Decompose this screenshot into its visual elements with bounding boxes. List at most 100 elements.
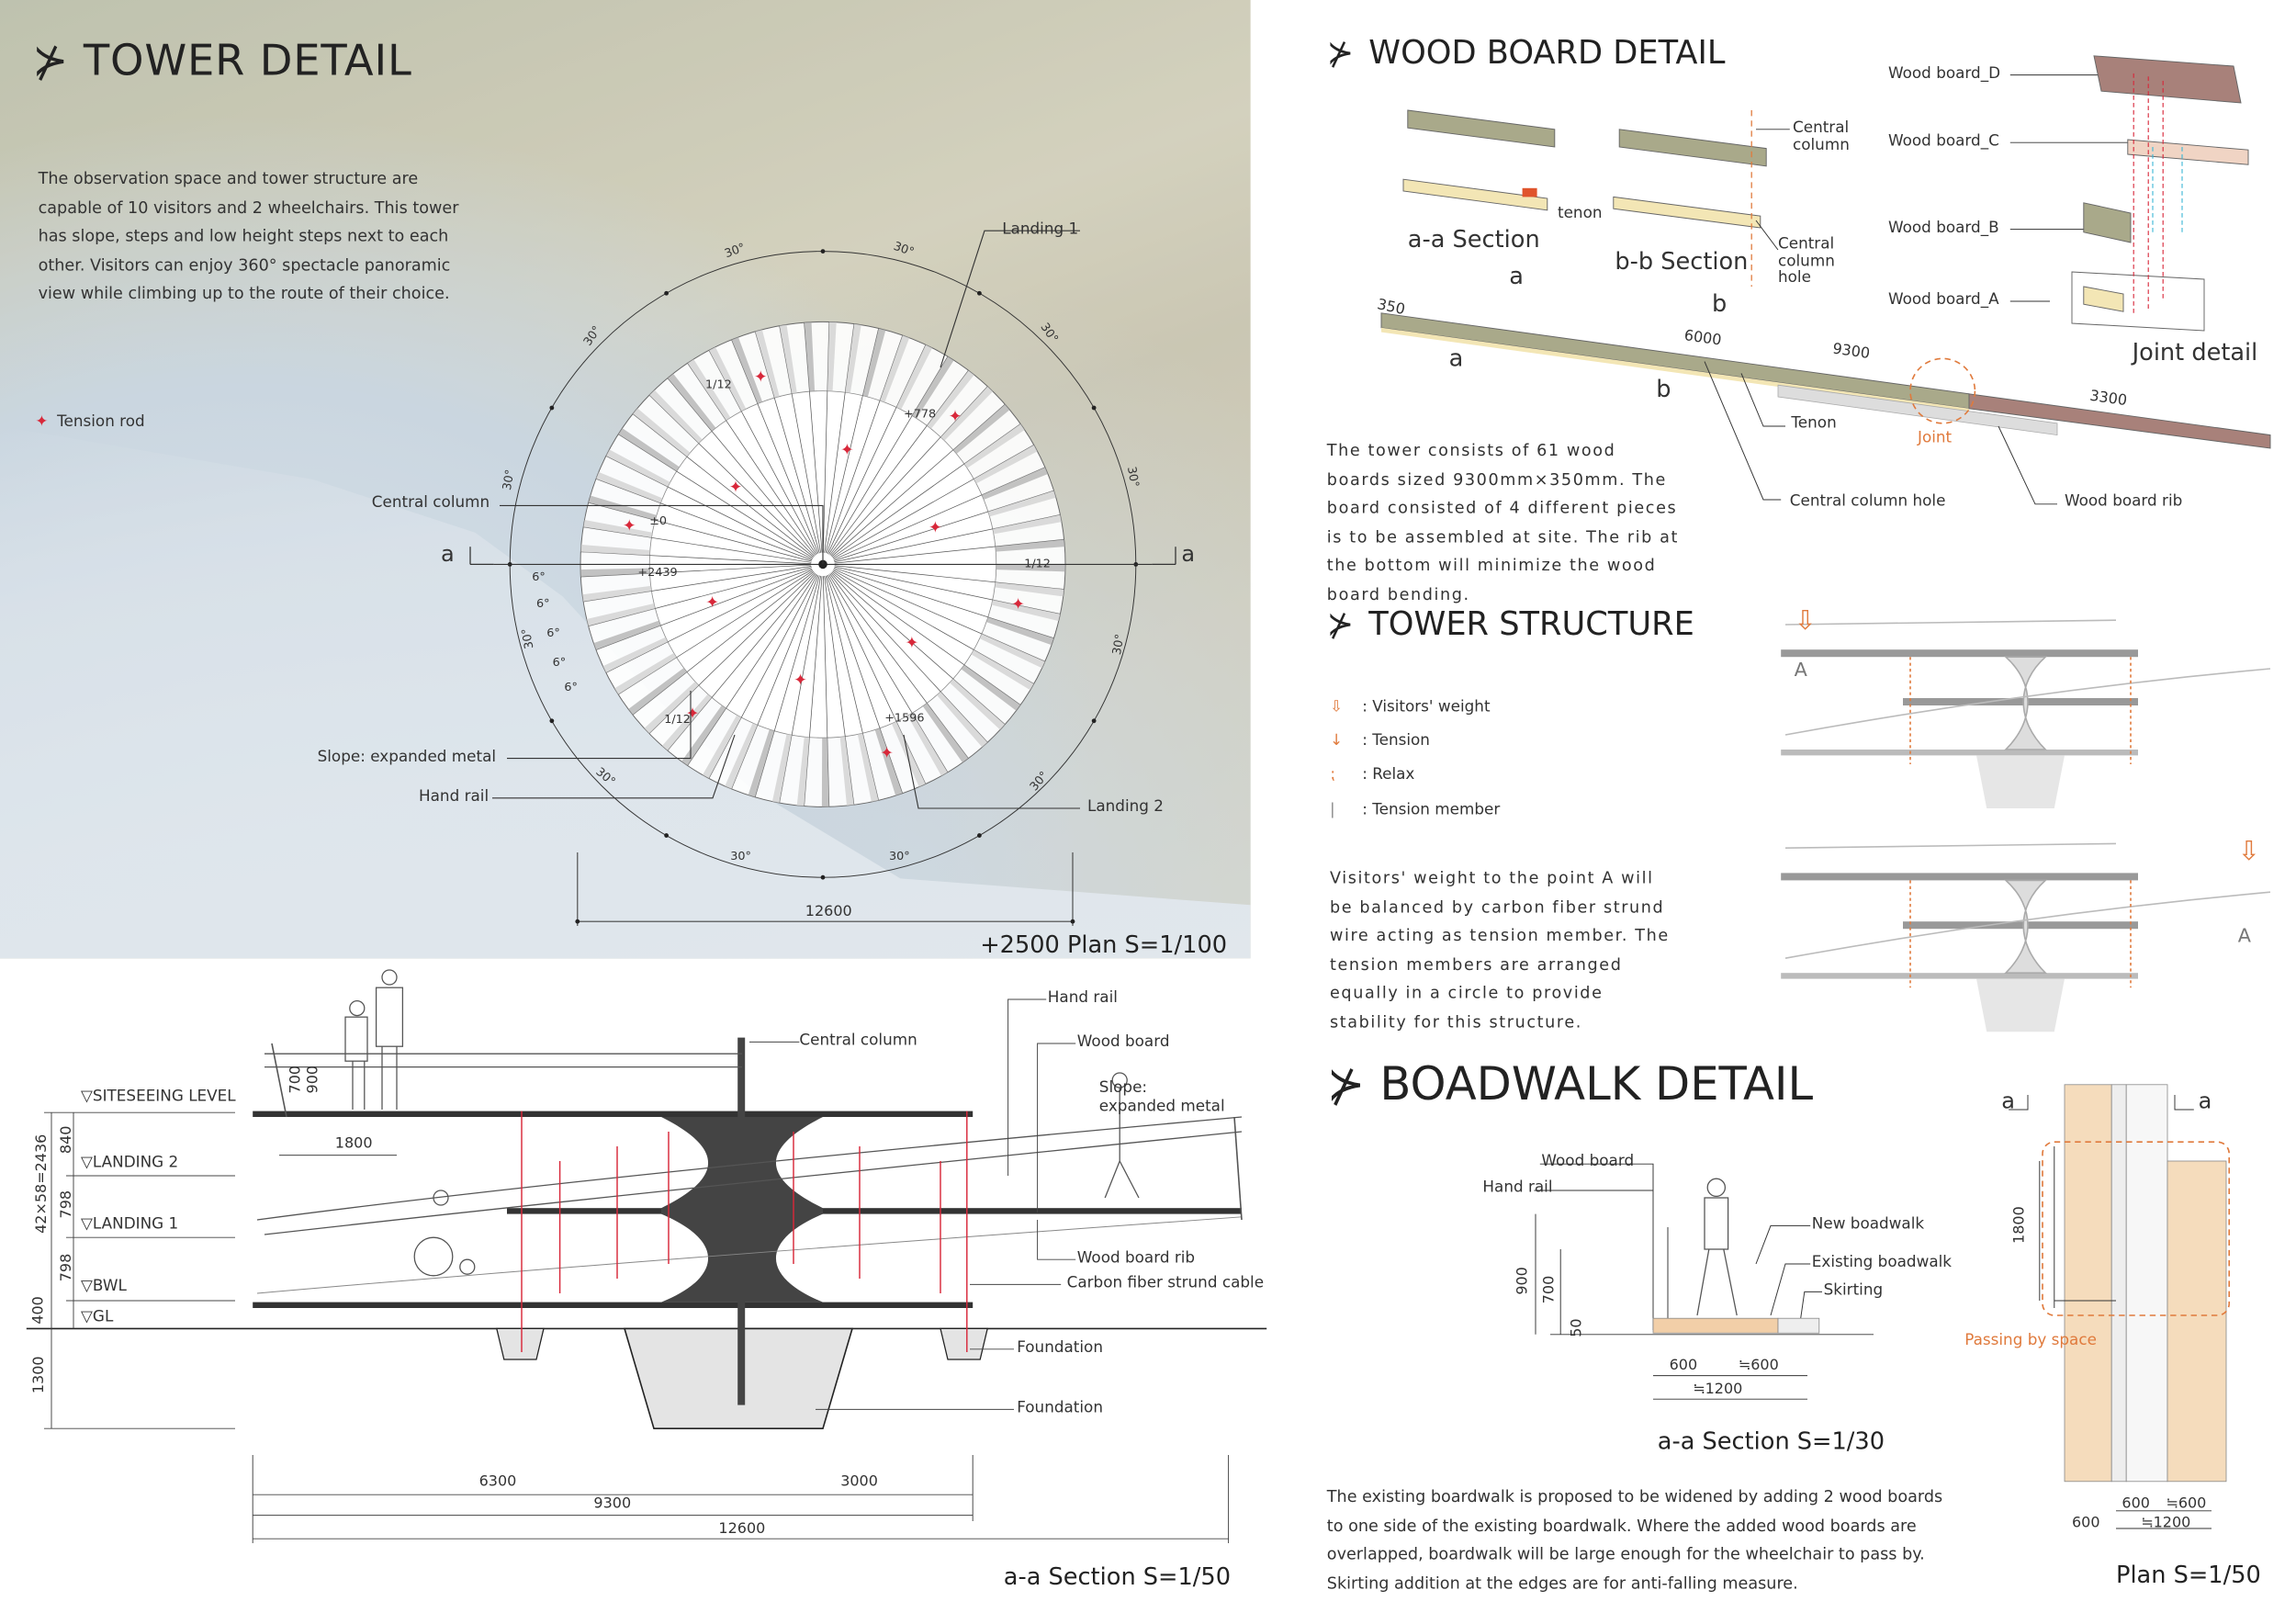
boardwalk-description: The existing boardwalk is proposed to be… [1326,1487,1943,1594]
dim-600: 600 [2122,1495,2150,1513]
plan-width-dim: 12600 [805,904,852,920]
board-tread [702,715,742,779]
tension-rod-icon: ✦ [880,745,894,763]
wood-board-line [827,574,927,784]
tension-rod-icon: ✦ [949,408,962,426]
heading-text: WOOD BOARD DETAIL [1368,35,1726,73]
tension-rod-icon: ✦ [793,671,807,690]
floor-slab [1781,649,2138,658]
angle-label: 30° [889,849,910,863]
board-tread [880,335,910,403]
landing1-label: Landing 1 [1002,220,1079,239]
central-column-label: Central column [371,493,490,512]
wood-board-line [667,378,816,556]
board-tread [632,408,691,457]
tension-rod-icon: ✦ [729,479,743,497]
angle-tick [549,405,555,411]
wood-board-line [832,423,1021,558]
board-tread [755,329,780,399]
wood-board-label: Wood board [1076,1032,1170,1051]
board-tread [940,386,994,441]
wood-board-line [834,567,1054,639]
boardwalk-section-caption: a-a Section S=1/30 [1657,1427,1885,1455]
tension-rod-icon: ✦ [705,594,719,613]
board-d-label: Wood board_D [1888,64,2001,83]
core [2003,879,2048,975]
plan-caption: +2500 Plan S=1/100 [980,930,1228,959]
wood-board-line [605,569,813,673]
cable-label: Carbon fiber strund cable [1066,1274,1265,1292]
board-tread [644,682,699,734]
level-bwl: ▽BWL [81,1277,127,1295]
legend-tension-member: |: Tension member [1330,801,1500,818]
wood-board-line [830,572,988,743]
tension-rod-icon: ✦ [1011,596,1025,615]
wood-board-line [826,575,904,794]
dim-1800: 1800 [334,1135,373,1153]
tension-rod-icon: ✦ [754,368,768,387]
new-boardwalk-label: New boadwalk [1811,1215,1925,1234]
dim-1200-approx: ≒1200 [2141,1515,2191,1532]
tension-rod-icon: ✦ [840,441,854,459]
board-tread [982,467,1048,501]
dim-700: 700 [1541,1275,1559,1304]
central-column-hole-label: Central column hole [1778,235,1835,287]
angle-tick [820,874,826,880]
dim-798: 798 [59,1190,75,1219]
wood-board-line [708,350,818,555]
board-tread [922,703,969,763]
angle-tick [664,290,669,296]
board-tread [667,373,716,432]
tower-plan-drawing: ✦✦✦✦✦✦✦✦✦✦✦✦ [469,230,1176,927]
board-tread [857,733,879,803]
angle-label: 30° [730,849,751,863]
tower-section-drawing [26,969,1267,1544]
angle-tick [664,833,669,838]
board-tread [681,705,726,766]
board-tread [582,585,652,603]
wood-board-line [779,575,822,804]
level-landing1: ▽LANDING 1 [81,1215,179,1234]
tower-detail-heading: ⊁TOWER DETAIL [32,35,411,85]
section-a-label: a [2001,1088,2015,1114]
dim-12600: 12600 [718,1521,766,1538]
small-angle-label: 6° [564,680,578,694]
slope-ratio: 1/12 [705,378,732,391]
board-tread [963,423,1025,468]
heading-text: BOADWALK DETAIL [1379,1058,1814,1111]
section-mark-icon: ⊁ [32,35,69,85]
slope-label: Slope: [1098,1078,1148,1097]
board-tread [896,344,933,410]
legend-label: : Tension member [1362,801,1501,819]
level-gl: ▽GL [81,1308,114,1326]
wood-board-line [829,573,969,759]
board-tread [927,370,974,429]
dim-3000: 3000 [840,1473,878,1491]
legend-tension: ↓: Tension [1330,732,1430,750]
dim-900: 900 [1514,1267,1532,1295]
wood-board-rib-label: Wood board rib [1076,1249,1196,1268]
passing-space-label: Passing by space [1964,1331,2097,1349]
board-tread [974,445,1038,484]
wood-board-label: Wood board [1541,1152,1635,1170]
visitors-weight-arrow-icon: ⇩ [1795,604,1817,636]
dim-6300: 6300 [478,1473,517,1491]
board-tread [987,491,1056,517]
foundation [1976,755,2065,808]
landing2-label: Landing 2 [1087,797,1164,816]
small-angle-label: 6° [536,596,550,610]
section-mark-icon: ⊁ [1326,35,1355,73]
wood-board-line [580,564,812,578]
board-tread [891,721,926,787]
hand-rail-label: Hand rail [1482,1179,1553,1197]
board-tread [995,581,1064,597]
board-tread [950,679,1006,730]
dim-798: 798 [59,1253,75,1282]
legend-label: : Tension [1362,731,1430,750]
board-tread [796,737,810,806]
wood-board-drawing [1380,55,2271,505]
dim-900: 900 [305,1065,322,1094]
wood-board-line [828,574,949,773]
level-label: +1596 [884,711,925,725]
